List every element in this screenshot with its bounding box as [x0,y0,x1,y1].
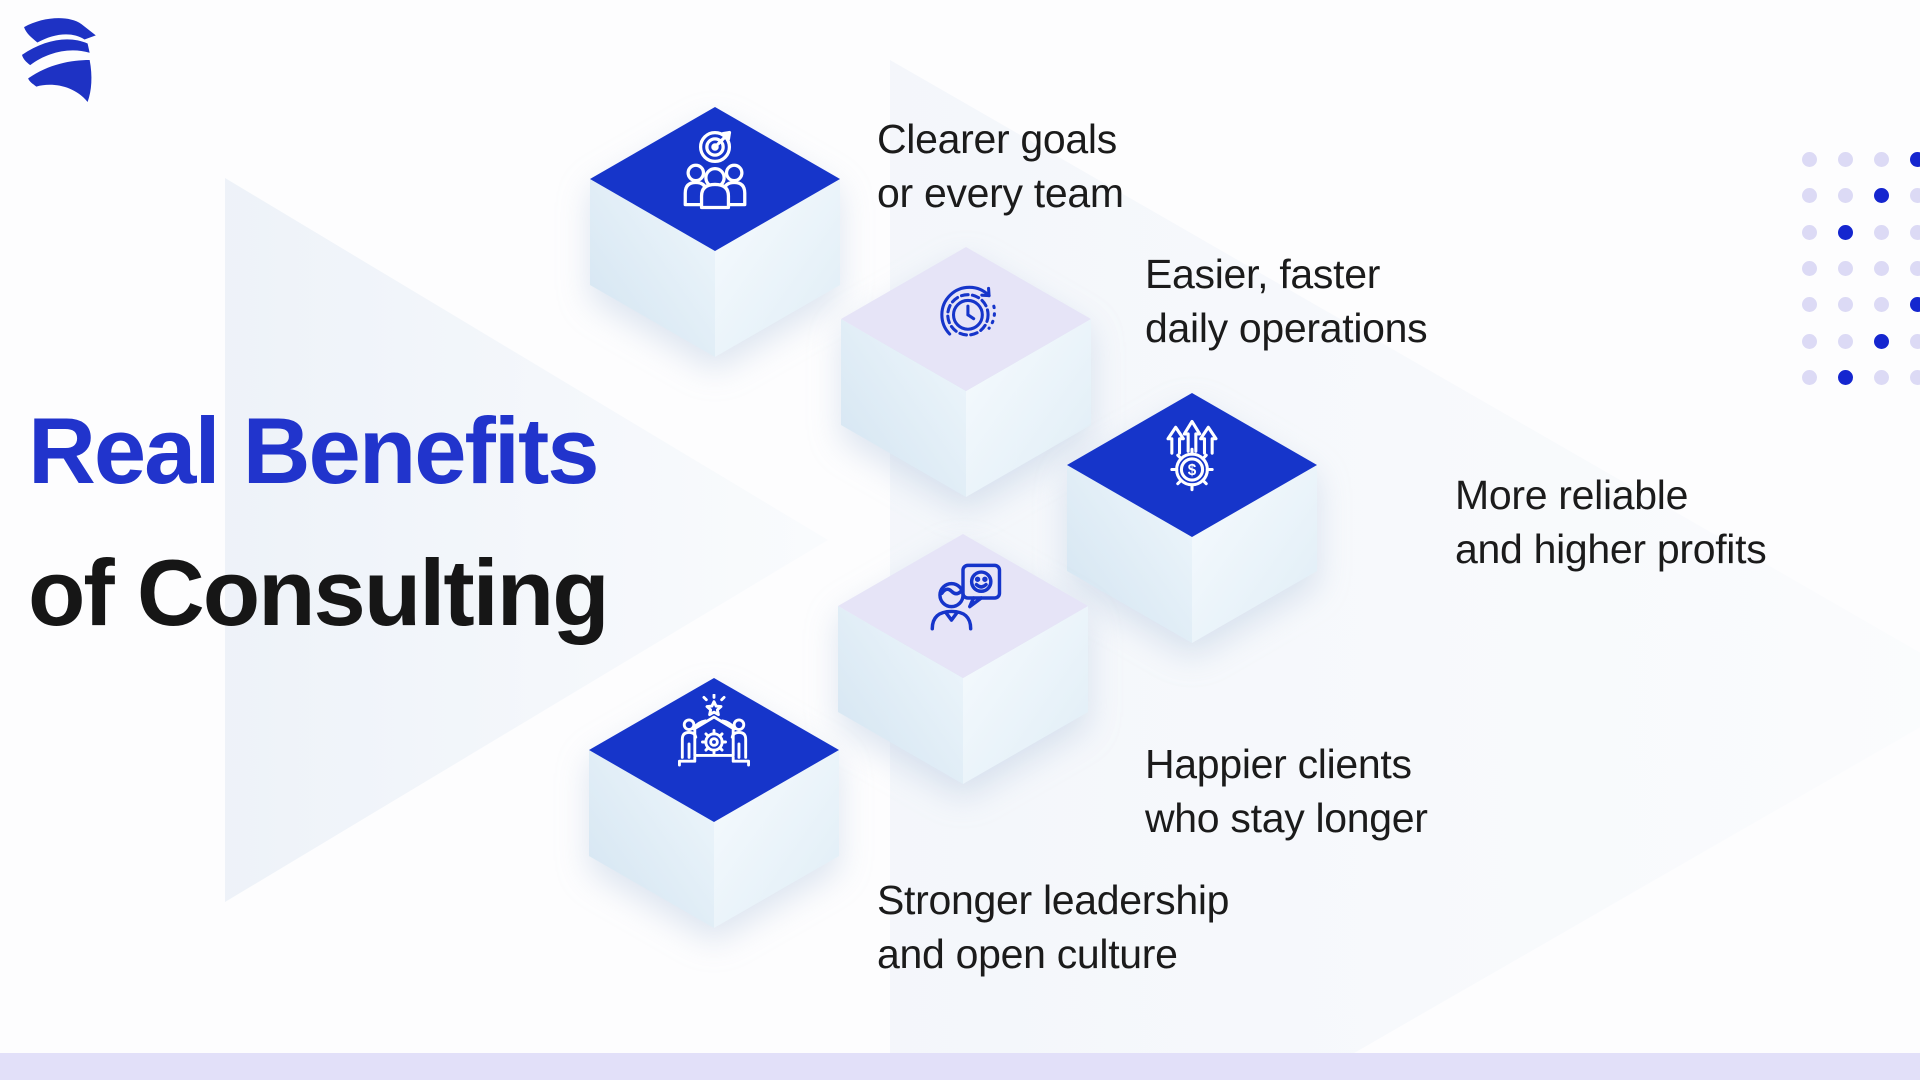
benefit-label-clients: Happier clients who stay longer [1145,737,1428,845]
benefit-label-line: Clearer goals [877,116,1117,162]
dot [1874,188,1889,204]
dot [1910,260,1920,276]
dot [1910,224,1920,240]
dot [1802,224,1817,240]
benefit-label-line: and open culture [877,931,1178,977]
dot [1838,369,1853,385]
dot [1838,224,1853,240]
benefit-cube-operations [841,247,1091,499]
dot [1838,260,1853,276]
time-gear-icon [940,285,996,337]
benefit-label-leadership: Stronger leadership and open culture [877,873,1229,981]
benefit-label-line: or every team [877,170,1124,216]
dot [1838,297,1853,313]
dot [1802,297,1817,313]
dot [1910,297,1920,313]
dot [1910,333,1920,349]
benefit-label-line: Easier, faster [1145,251,1381,297]
dot [1874,224,1889,240]
benefit-cube-leadership [589,678,839,930]
dot [1910,152,1920,167]
dot [1874,260,1889,276]
dot [1802,188,1817,204]
dot [1910,369,1920,385]
eagle-logo [22,18,96,102]
cube-shape [1067,393,1317,643]
benefit-label-line: Happier clients [1145,741,1412,787]
dot [1802,333,1817,349]
cube-shape [841,247,1091,497]
benefit-label-profits: More reliable and higher profits [1455,468,1767,576]
benefit-label-line: daily operations [1145,305,1428,351]
benefit-cube-profits: $ [1067,393,1317,645]
cube-shape [838,534,1088,784]
dot [1838,188,1853,204]
dot [1874,333,1889,349]
dot [1874,369,1889,385]
title-line-1: Real Benefits [28,398,600,503]
dot-grid-decoration [1802,152,1920,412]
team-target-icon [683,130,747,210]
happy-client-icon [930,563,1002,631]
benefit-label-goals: Clearer goals or every team [877,112,1124,220]
dot [1802,369,1817,385]
bottom-accent-bar [0,1053,1920,1080]
dot [1802,152,1817,167]
benefit-label-line: who stay longer [1145,795,1428,841]
dot [1838,152,1853,167]
dot [1874,297,1889,313]
benefit-cube-clients [838,534,1088,786]
dot [1874,152,1889,167]
benefit-label-operations: Easier, faster daily operations [1145,247,1428,355]
benefit-cube-goals [590,107,840,359]
svg-text:$: $ [1188,462,1197,479]
dot [1802,260,1817,276]
benefit-label-line: and higher profits [1455,526,1767,572]
benefit-label-line: More reliable [1455,472,1689,518]
title-line-2: of Consulting [28,540,610,645]
dot [1838,333,1853,349]
leadership-icon [678,694,750,767]
page-title: Real Benefits of Consulting [28,380,610,664]
dot [1910,188,1920,204]
profit-growth-icon: $ [1166,419,1218,492]
benefit-label-line: Stronger leadership [877,877,1230,923]
